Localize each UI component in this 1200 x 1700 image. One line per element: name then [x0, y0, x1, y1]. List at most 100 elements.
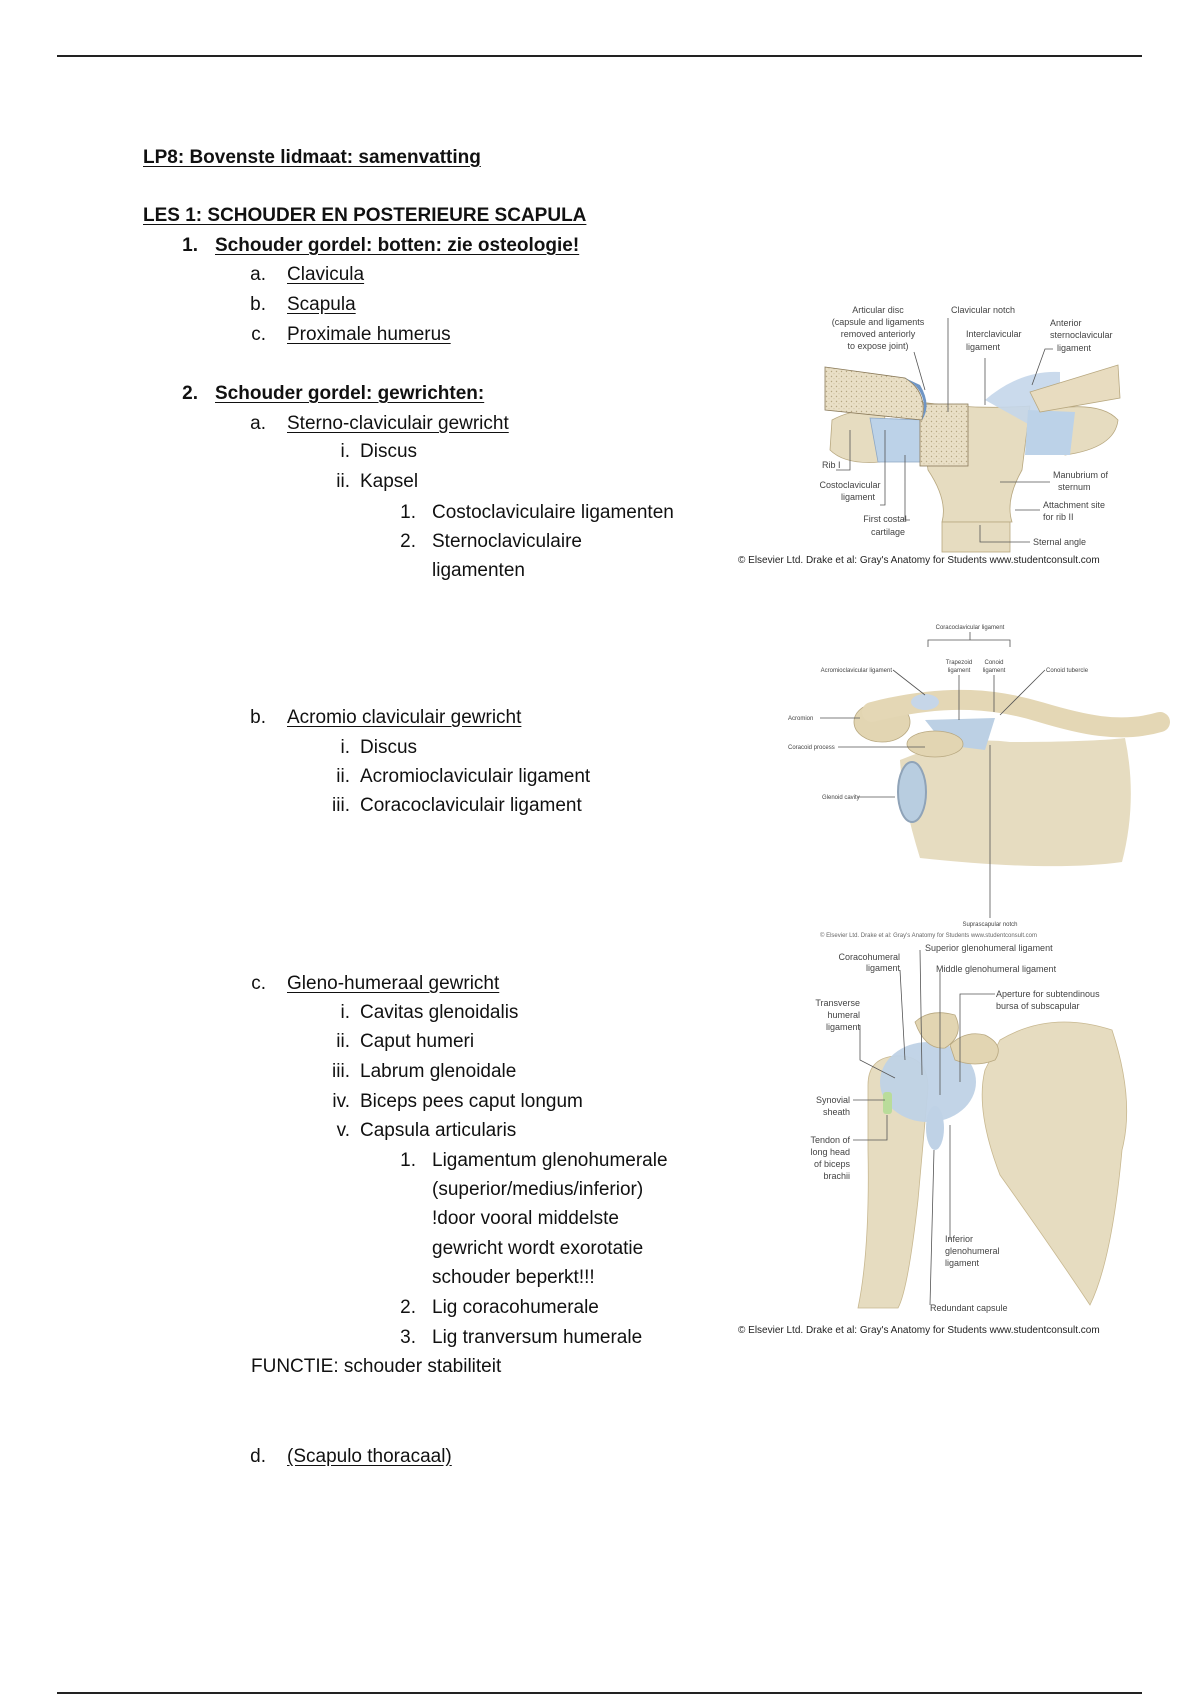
list-marker: b. — [250, 707, 266, 728]
list-marker: 2. — [182, 383, 198, 404]
list-item: Labrum glenoidale — [360, 1061, 517, 1082]
coracoid-shape — [906, 730, 964, 758]
articular-disc — [905, 378, 927, 420]
subsection-heading: Acromio claviculair gewricht — [287, 707, 522, 728]
label-anterior-sternoclavicular-ligament: sternoclavicular — [1050, 330, 1113, 340]
label-first-costal-cartilage: cartilage — [871, 527, 905, 537]
label-anterior-sternoclavicular-ligament: ligament — [1057, 343, 1092, 353]
coracoclavicular-ligament-shape — [925, 718, 995, 750]
label-acromion: Acromion — [788, 716, 813, 722]
subsection-heading: Sterno-claviculair gewricht — [287, 413, 509, 434]
clavicle-shape — [862, 689, 1170, 738]
label-glenoid-cavity: Glenoid cavity — [822, 795, 860, 801]
label-articular-disc: to expose joint) — [847, 341, 908, 351]
right-clavicle — [1029, 364, 1121, 413]
label-synovial-sheath: sheath — [823, 1107, 850, 1117]
label-conoid-ligament: ligament — [983, 668, 1006, 674]
list-item: Lig coracohumerale — [432, 1297, 599, 1318]
list-marker: i. — [340, 737, 351, 758]
label-anterior-sternoclavicular-ligament: Anterior — [1050, 318, 1082, 328]
list-item: Scapula — [287, 294, 356, 315]
list-item: Cavitas glenoidalis — [360, 1002, 519, 1023]
list-item: Kapsel — [360, 471, 419, 492]
glenoid-cavity-shape — [897, 761, 927, 823]
label-conoid-tubercle: Conoid tubercle — [1046, 668, 1089, 674]
scapula-shape — [981, 1021, 1128, 1306]
label-articular-disc: Articular disc — [852, 305, 904, 315]
list-marker: ii. — [336, 1031, 350, 1052]
label-transverse-humeral-ligament: humeral — [827, 1010, 860, 1020]
manubrium-section — [919, 403, 969, 467]
left-rib-shape — [829, 410, 886, 463]
label-manubrium: Manubrium of — [1053, 470, 1109, 480]
list-item: Clavicula — [287, 264, 365, 285]
section-heading: Schouder gordel: gewrichten: — [215, 383, 485, 404]
label-conoid-ligament: Conoid — [984, 660, 1003, 666]
list-item: Costoclaviculaire ligamenten — [432, 502, 674, 523]
list-item: Discus — [360, 737, 418, 758]
list-marker: 1. — [400, 1150, 416, 1171]
left-clavicle-section — [824, 366, 924, 421]
section-heading: Schouder gordel: botten: zie osteologie! — [215, 235, 580, 256]
acromion-shape — [949, 1033, 999, 1065]
list-item: Lig tranversum humerale — [432, 1327, 643, 1348]
list-item: Coracoclaviculair ligament — [360, 795, 582, 816]
list-marker: ii. — [336, 766, 350, 787]
list-item: Capsula articularis — [360, 1120, 517, 1141]
list-marker: d. — [250, 1446, 266, 1467]
glenohumeral-joint-figure: Superior glenohumeral ligament Coracohum… — [738, 943, 1128, 1336]
list-marker: 2. — [400, 1297, 416, 1318]
list-item-continued: gewricht wordt exorotatie — [432, 1238, 644, 1259]
label-biceps-tendon: long head — [810, 1147, 850, 1157]
label-transverse-humeral-ligament: ligament — [826, 1022, 861, 1032]
list-marker: c. — [251, 973, 266, 994]
list-item: Acromioclaviculair ligament — [360, 766, 591, 787]
list-marker: c. — [251, 324, 266, 345]
list-marker: a. — [250, 413, 266, 434]
label-middle-glenohumeral-ligament: Middle glenohumeral ligament — [936, 964, 1057, 974]
label-articular-disc: (capsule and ligaments — [832, 317, 925, 327]
label-acromioclavicular-ligament: Acromioclavicular ligament — [821, 668, 893, 674]
function-note: FUNCTIE: schouder stabiliteit — [251, 1356, 502, 1377]
list-marker: iv. — [332, 1091, 350, 1112]
list-marker: b. — [250, 294, 266, 315]
manubrium-shape — [919, 401, 1031, 523]
list-marker: 1. — [182, 235, 198, 256]
ac-ligament-shape — [911, 694, 939, 710]
label-manubrium: sternum — [1058, 482, 1091, 492]
label-biceps-tendon: Tendon of — [810, 1135, 850, 1145]
list-item-continued: (superior/medius/inferior) — [432, 1179, 644, 1200]
list-marker: i. — [340, 1002, 351, 1023]
label-costoclavicular-ligament: Costoclavicular — [819, 480, 880, 490]
list-marker: ii. — [336, 471, 350, 492]
list-marker: a. — [250, 264, 266, 285]
label-trapezoid-ligament: Trapezoid — [946, 660, 972, 666]
list-marker: 2. — [400, 531, 416, 552]
list-item-continued: schouder beperkt!!! — [432, 1267, 595, 1288]
list-marker: v. — [336, 1120, 350, 1141]
subsection-heading: (Scapulo thoracaal) — [287, 1446, 452, 1467]
label-biceps-tendon: brachii — [823, 1171, 850, 1181]
label-synovial-sheath: Synovial — [816, 1095, 850, 1105]
label-inferior-glenohumeral-ligament: ligament — [945, 1258, 980, 1268]
right-rib-shape — [1044, 406, 1119, 456]
label-aperture: Aperture for subtendinous — [996, 989, 1100, 999]
label-trapezoid-ligament: ligament — [948, 668, 971, 674]
label-coracohumeral-ligament: Coracohumeral — [838, 952, 900, 962]
list-item: Proximale humerus — [287, 324, 451, 345]
figure-credit: © Elsevier Ltd. Drake et al: Gray's Anat… — [738, 555, 1100, 566]
list-item-continued: !door vooral middelste — [432, 1208, 619, 1229]
label-coracohumeral-ligament: ligament — [866, 963, 901, 973]
list-marker: 1. — [400, 502, 416, 523]
subsection-heading: Gleno-humeraal gewricht — [287, 973, 500, 994]
list-item: Caput humeri — [360, 1031, 475, 1052]
sternoclavicular-joint-figure: Articular disc (capsule and ligaments re… — [738, 305, 1121, 566]
label-redundant-capsule: Redundant capsule — [930, 1303, 1008, 1313]
label-interclavicular-ligament: Interclavicular — [966, 329, 1022, 339]
sternal-body — [941, 521, 1011, 553]
label-transverse-humeral-ligament: Transverse — [815, 998, 860, 1008]
label-biceps-tendon: of biceps — [814, 1159, 851, 1169]
acromioclavicular-joint-figure: Coracoclavicular ligament Trapezoid liga… — [788, 625, 1170, 939]
list-item: Sternoclaviculaire — [432, 531, 582, 552]
left-costal-cartilage — [869, 417, 926, 463]
